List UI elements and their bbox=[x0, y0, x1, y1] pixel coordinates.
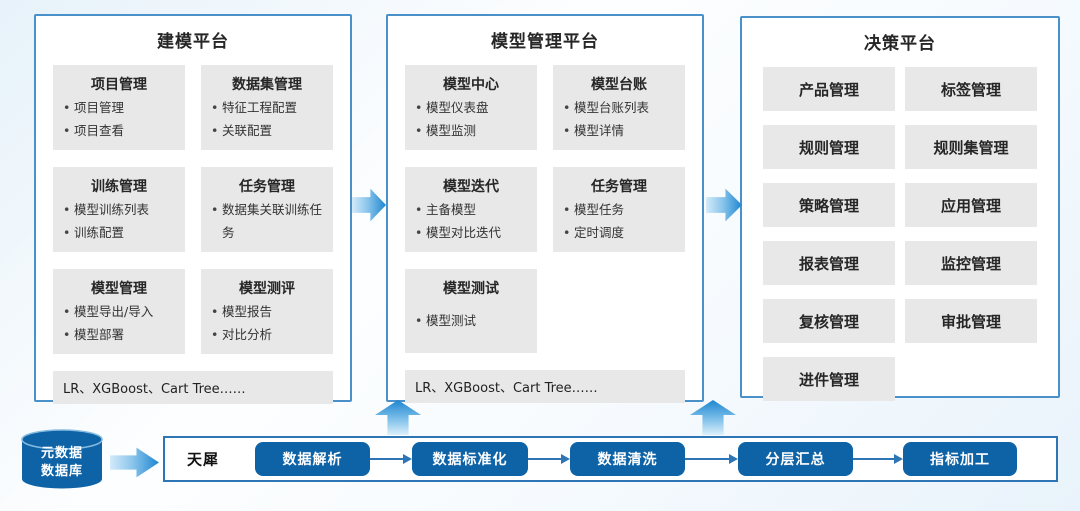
card-title: 模型迭代 bbox=[443, 179, 499, 195]
pipeline-connector-arrow-icon bbox=[370, 458, 410, 460]
panel-title-model-management: 模型管理平台 bbox=[491, 32, 599, 52]
card-title: 任务管理 bbox=[591, 179, 647, 195]
card-title: 训练管理 bbox=[91, 179, 147, 195]
card-item-list: 模型导出/导入 模型部署 bbox=[59, 301, 179, 346]
tile-report-management: 报表管理 bbox=[763, 241, 895, 285]
card-item: 模型测试 bbox=[411, 310, 531, 333]
pipeline-connector-arrow-icon bbox=[528, 458, 568, 460]
card-item-list: 模型任务 定时调度 bbox=[559, 199, 679, 244]
algorithms-footer: LR、XGBoost、Cart Tree…… bbox=[53, 371, 333, 404]
card-item: 模型对比迭代 bbox=[411, 222, 531, 245]
pipeline-step-data-cleaning: 数据清洗 bbox=[570, 442, 685, 476]
card-item: 定时调度 bbox=[559, 222, 679, 245]
database-label-line2: 数据库 bbox=[40, 463, 83, 479]
up-arrow-pipeline-left-icon bbox=[375, 400, 421, 435]
card-task-management: 任务管理 数据集关联训练任务 bbox=[201, 167, 333, 252]
card-title: 任务管理 bbox=[239, 179, 295, 195]
card-item-list: 项目管理 项目查看 bbox=[59, 97, 179, 142]
tile-monitoring-management: 监控管理 bbox=[905, 241, 1037, 285]
pipeline-connector-arrow-icon bbox=[685, 458, 736, 460]
card-item-list: 数据集关联训练任务 bbox=[207, 199, 327, 244]
card-item: 模型部署 bbox=[59, 324, 179, 347]
card-item-list: 模型台账列表 模型详情 bbox=[559, 97, 679, 142]
card-title: 模型测评 bbox=[239, 281, 295, 297]
card-title: 模型管理 bbox=[91, 281, 147, 297]
card-model-iteration: 模型迭代 主备模型 模型对比迭代 bbox=[405, 167, 537, 252]
up-arrow-pipeline-right-icon bbox=[690, 400, 736, 435]
card-item: 项目管理 bbox=[59, 97, 179, 120]
card-title: 模型中心 bbox=[443, 77, 499, 93]
right-arrow-db-to-pipeline-icon bbox=[110, 447, 159, 478]
card-dataset-management: 数据集管理 特征工程配置 关联配置 bbox=[201, 65, 333, 150]
card-item: 模型报告 bbox=[207, 301, 327, 324]
card-item-list: 模型训练列表 训练配置 bbox=[59, 199, 179, 244]
database-cylinder-icon bbox=[21, 429, 103, 489]
card-item-list: 模型报告 对比分析 bbox=[207, 301, 327, 346]
panel-title-decision: 决策平台 bbox=[864, 34, 936, 54]
algorithms-footer: LR、XGBoost、Cart Tree…… bbox=[405, 370, 685, 403]
pipeline-step-indicator-processing: 指标加工 bbox=[903, 442, 1017, 476]
tile-ruleset-management: 规则集管理 bbox=[905, 125, 1037, 169]
card-item: 特征工程配置 bbox=[207, 97, 327, 120]
card-title: 模型测试 bbox=[443, 281, 499, 297]
card-model-center: 模型中心 模型仪表盘 模型监测 bbox=[405, 65, 537, 150]
card-item: 对比分析 bbox=[207, 324, 327, 347]
card-item-list: 模型测试 bbox=[411, 310, 531, 333]
card-item: 项目查看 bbox=[59, 120, 179, 143]
card-item: 模型台账列表 bbox=[559, 97, 679, 120]
card-title: 模型台账 bbox=[591, 77, 647, 93]
decision-tiles-grid: 产品管理 标签管理 规则管理 规则集管理 策略管理 应用管理 报表管理 监控管理… bbox=[742, 67, 1058, 401]
card-item: 模型导出/导入 bbox=[59, 301, 179, 324]
card-title: 数据集管理 bbox=[232, 77, 302, 93]
tile-application-management: 应用管理 bbox=[905, 183, 1037, 227]
card-item-list: 特征工程配置 关联配置 bbox=[207, 97, 327, 142]
pipeline-step-data-parsing: 数据解析 bbox=[255, 442, 370, 476]
pipeline-step-layered-aggregation: 分层汇总 bbox=[738, 442, 853, 476]
panel-title-modeling: 建模平台 bbox=[157, 32, 229, 52]
card-item: 模型监测 bbox=[411, 120, 531, 143]
right-arrow-modeling-to-model-mgmt-icon bbox=[352, 188, 386, 222]
tile-intake-management: 进件管理 bbox=[763, 357, 895, 401]
card-model-management: 模型管理 模型导出/导入 模型部署 bbox=[53, 269, 185, 354]
metadata-database: 元数据 数据库 bbox=[19, 428, 105, 491]
card-model-evaluation: 模型测评 模型报告 对比分析 bbox=[201, 269, 333, 354]
card-item: 模型详情 bbox=[559, 120, 679, 143]
card-item-list: 模型仪表盘 模型监测 bbox=[411, 97, 531, 142]
pipeline-step-data-standardization: 数据标准化 bbox=[412, 442, 528, 476]
model-management-cards-grid: 模型中心 模型仪表盘 模型监测 模型台账 模型台账列表 模型详情 模型迭代 主备… bbox=[388, 65, 702, 403]
right-arrow-model-mgmt-to-decision-icon bbox=[706, 188, 742, 222]
card-item: 训练配置 bbox=[59, 222, 179, 245]
tile-tag-management: 标签管理 bbox=[905, 67, 1037, 111]
card-item: 主备模型 bbox=[411, 199, 531, 222]
card-project-management: 项目管理 项目管理 项目查看 bbox=[53, 65, 185, 150]
card-item: 模型训练列表 bbox=[59, 199, 179, 222]
card-item: 关联配置 bbox=[207, 120, 327, 143]
card-task-management-2: 任务管理 模型任务 定时调度 bbox=[553, 167, 685, 252]
panel-model-management-platform: 模型管理平台 模型中心 模型仪表盘 模型监测 模型台账 模型台账列表 模型详情 … bbox=[386, 14, 704, 403]
modeling-cards-grid: 项目管理 项目管理 项目查看 数据集管理 特征工程配置 关联配置 训练管理 模型… bbox=[36, 65, 350, 404]
card-item: 模型任务 bbox=[559, 199, 679, 222]
database-label-line1: 元数据 bbox=[40, 445, 83, 461]
card-training-management: 训练管理 模型训练列表 训练配置 bbox=[53, 167, 185, 252]
card-model-testing: 模型测试 模型测试 bbox=[405, 269, 537, 353]
tile-rule-management: 规则管理 bbox=[763, 125, 895, 169]
engine-label: 天犀 bbox=[187, 450, 220, 469]
tile-product-management: 产品管理 bbox=[763, 67, 895, 111]
data-pipeline-bar: 天犀 数据解析 数据标准化 数据清洗 分层汇总 指标加工 bbox=[163, 436, 1058, 482]
panel-modeling-platform: 建模平台 项目管理 项目管理 项目查看 数据集管理 特征工程配置 关联配置 训练… bbox=[34, 14, 352, 404]
tile-review-management: 复核管理 bbox=[763, 299, 895, 343]
panel-decision-platform: 决策平台 产品管理 标签管理 规则管理 规则集管理 策略管理 应用管理 报表管理… bbox=[740, 16, 1060, 401]
database-label: 元数据 数据库 bbox=[19, 428, 105, 491]
card-model-ledger: 模型台账 模型台账列表 模型详情 bbox=[553, 65, 685, 150]
card-title: 项目管理 bbox=[91, 77, 147, 93]
card-item: 模型仪表盘 bbox=[411, 97, 531, 120]
tile-approval-management: 审批管理 bbox=[905, 299, 1037, 343]
tile-strategy-management: 策略管理 bbox=[763, 183, 895, 227]
card-item: 数据集关联训练任务 bbox=[207, 199, 327, 244]
pipeline-connector-arrow-icon bbox=[853, 458, 901, 460]
card-item-list: 主备模型 模型对比迭代 bbox=[411, 199, 531, 244]
